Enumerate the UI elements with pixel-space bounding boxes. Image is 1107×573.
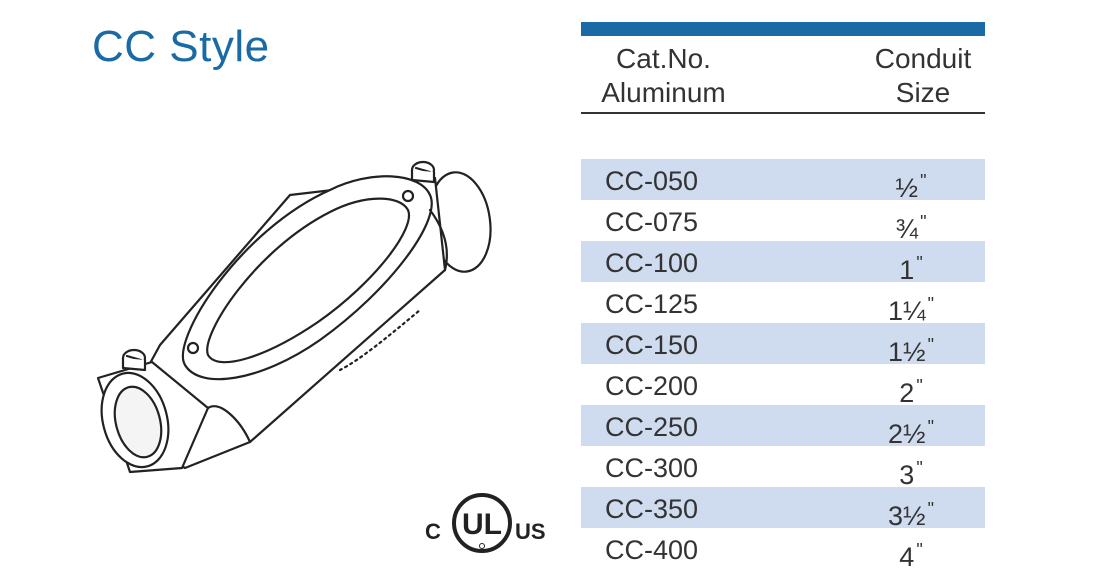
table-row: CC-050 ½" [581,159,985,203]
ul-us-letters: US [515,519,546,544]
cat-no-cell: CC-125 [605,289,699,319]
table-row: CC-200 2" [581,364,985,408]
table-row: CC-250 2½" [581,405,985,449]
cat-no-cell: CC-200 [605,371,699,401]
size-cell: 1¼" [888,294,934,326]
ul-circle [452,493,512,553]
size-cell: 1" [899,253,923,285]
cat-no-cell: CC-100 [605,248,699,278]
cat-no-cell: CC-150 [605,330,699,360]
header-cat-line1: Cat.No. [616,43,711,74]
table-header: Cat.No. Aluminum Conduit Size [581,36,985,114]
spec-table: Cat.No. Aluminum Conduit Size CC-050 ½" … [581,22,985,572]
header-size-line2: Size [895,77,951,108]
page-title: CC Style [92,22,270,71]
header-conduit-size: Conduit Size [867,42,979,110]
header-size-line1: Conduit [874,43,972,74]
table-top-bar [581,22,985,36]
cat-no-cell: CC-250 [605,412,699,442]
ul-c-letter: C [425,519,441,544]
registered-icon [479,543,485,549]
table-row: CC-400 4" [581,528,985,572]
size-cell: ½" [895,171,927,203]
size-cell: 3½" [888,499,934,531]
table-row: CC-300 3" [581,446,985,490]
size-cell: 2" [899,376,923,408]
header-cat-no: Cat.No. Aluminum [591,42,736,110]
size-cell: 1½" [888,335,934,367]
table-row: CC-100 1" [581,241,985,285]
conduit-body-illustration [96,160,492,474]
cat-no-cell: CC-300 [605,453,699,483]
header-cat-line2: Aluminum [601,77,726,108]
size-cell: 3" [899,458,923,490]
table-row: CC-150 1½" [581,323,985,367]
size-cell: 2½" [888,417,934,449]
cat-no-cell: CC-350 [605,494,699,524]
cat-no-cell: CC-050 [605,166,699,196]
table-row: CC-350 3½" [581,487,985,531]
ul-certification-mark: C UL US [425,483,550,553]
cat-no-cell: CC-075 [605,207,699,237]
size-cell: ¾" [895,212,927,244]
ul-letters: UL [462,508,502,541]
table-row: CC-125 1¼" [581,282,985,326]
size-cell: 4" [899,540,923,572]
cat-no-cell: CC-400 [605,535,699,565]
table-row: CC-075 ¾" [581,200,985,244]
